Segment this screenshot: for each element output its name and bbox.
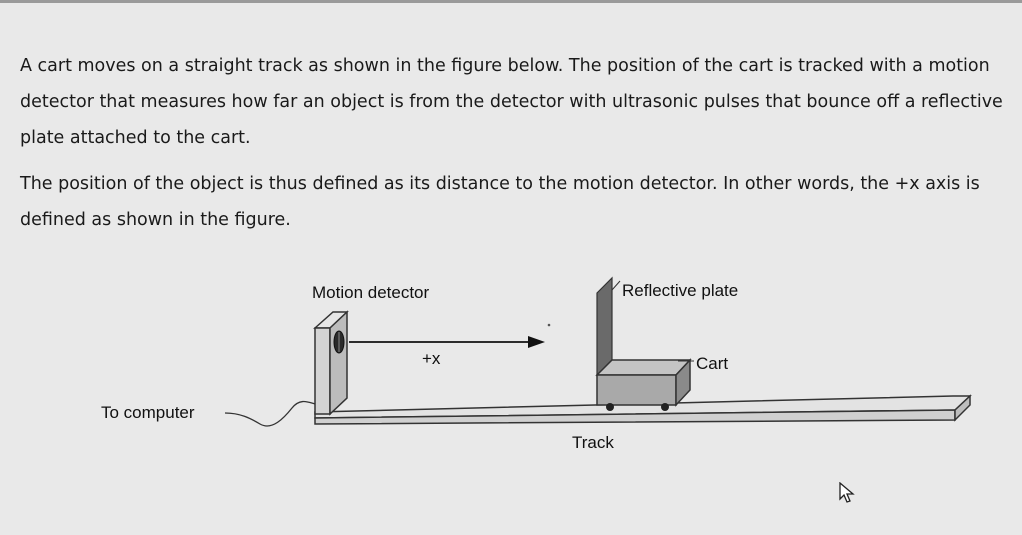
cart-wheel [606, 403, 614, 411]
motion-detector [313, 310, 349, 416]
mouse-pointer-icon [839, 482, 855, 503]
cart-wheel [661, 403, 669, 411]
cart [595, 276, 692, 411]
top-divider [0, 0, 1022, 3]
question-paragraph-2: The position of the object is thus defin… [20, 174, 980, 230]
computer-cable [224, 400, 316, 427]
track [314, 394, 972, 425]
x-axis-arrow [349, 336, 545, 348]
track-label: Track [572, 433, 614, 452]
motion-detector-label: Motion detector [312, 283, 430, 302]
cart-label: Cart [696, 354, 728, 373]
to-computer-label: To computer [101, 403, 195, 422]
question-text: A cart moves on a straight track as show… [20, 48, 1015, 238]
reflective-plate [596, 276, 613, 377]
question-paragraph-1: A cart moves on a straight track as show… [20, 56, 1003, 148]
x-axis-label: +x [422, 349, 441, 368]
reflective-plate-label: Reflective plate [622, 281, 738, 300]
